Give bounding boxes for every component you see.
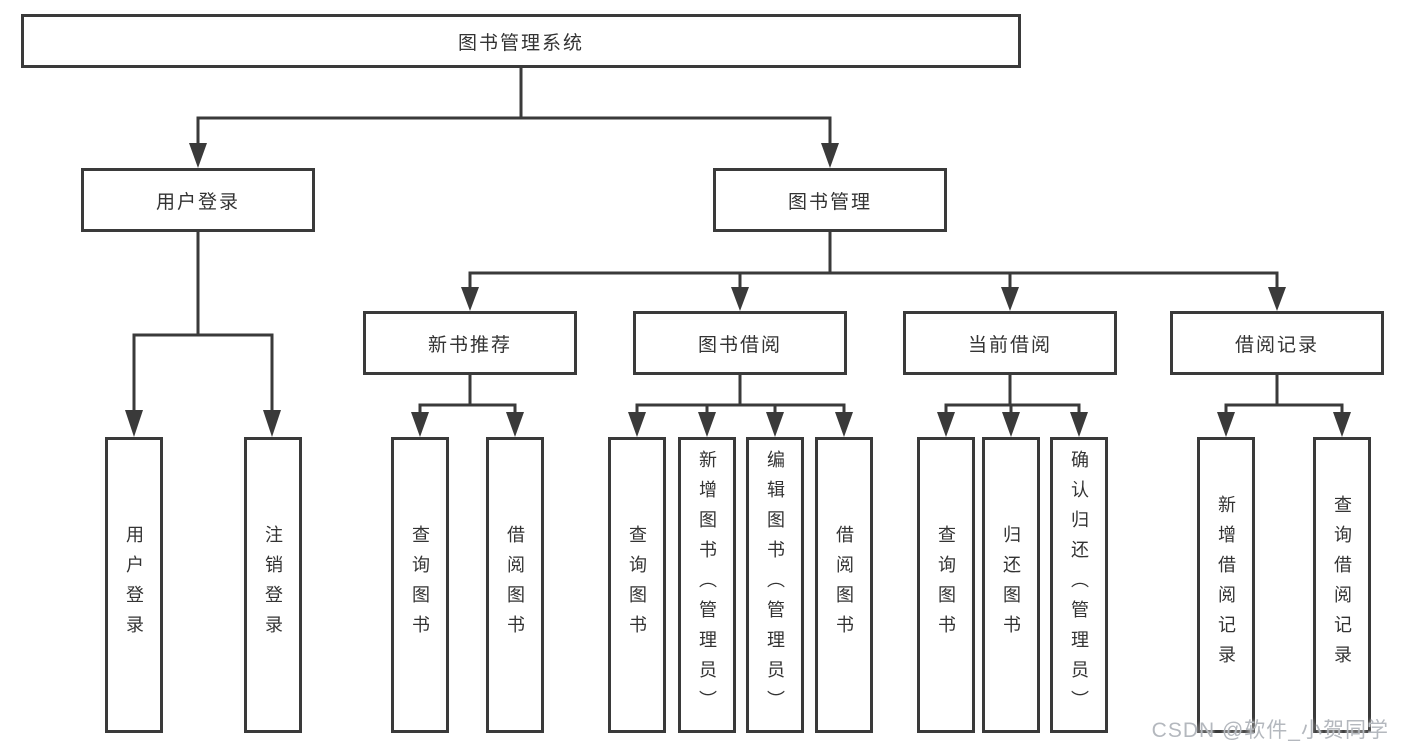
node-book-borrowing: 图书借阅 [633,311,847,375]
leaf-add-book-admin: 新增图书（管理员） [678,437,736,733]
leaf-confirm-return-admin: 确认归还（管理员） [1050,437,1108,733]
csdn-watermark: CSDN @软件_小贺同学 [1151,719,1389,742]
leaf-return-book: 归还图书 [982,437,1040,733]
node-user-login: 用户登录 [81,168,315,232]
node-new-book-recommendation: 新书推荐 [363,311,577,375]
leaf-query-books-borrowing: 查询图书 [608,437,666,733]
leaf-label: 注销登录 [263,525,283,645]
arrowhead [766,412,784,437]
node-borrowing-records: 借阅记录 [1170,311,1384,375]
leaf-label: 查询图书 [936,525,956,645]
arrowhead [698,412,716,437]
node-library-management-system: 图书管理系统 [21,14,1021,68]
arrowhead [1333,412,1351,437]
leaf-borrow-books: 借阅图书 [815,437,873,733]
leaf-label: 编辑图书（管理员） [765,450,785,720]
arrowhead [1217,412,1235,437]
arrowhead [461,287,479,311]
tree-edges [132,66,1344,417]
leaf-query-borrow-record: 查询借阅记录 [1313,437,1371,733]
arrowhead [628,412,646,437]
leaf-edit-book-admin: 编辑图书（管理员） [746,437,804,733]
leaf-label: 确认归还（管理员） [1069,450,1089,720]
leaf-label: 归还图书 [1001,525,1021,645]
leaf-label: 借阅图书 [834,525,854,645]
node-current-borrowing: 当前借阅 [903,311,1117,375]
arrowhead [125,410,143,437]
arrowheads [125,143,1351,437]
leaf-query-books-current: 查询图书 [917,437,975,733]
arrowhead [731,287,749,311]
arrowhead [506,412,524,437]
leaf-user-login: 用户登录 [105,437,163,733]
leaf-logout: 注销登录 [244,437,302,733]
arrowhead [1070,412,1088,437]
arrowhead [1268,287,1286,311]
leaf-label: 新增借阅记录 [1216,495,1236,675]
node-book-management: 图书管理 [713,168,947,232]
arrowhead [1001,287,1019,311]
leaf-borrow-books-recommend: 借阅图书 [486,437,544,733]
arrowhead [411,412,429,437]
arrowhead [1002,412,1020,437]
arrowhead [189,143,207,168]
leaf-add-borrow-record: 新增借阅记录 [1197,437,1255,733]
leaf-label: 查询图书 [410,525,430,645]
leaf-label: 查询借阅记录 [1332,495,1352,675]
arrowhead [937,412,955,437]
leaf-label: 新增图书（管理员） [697,450,717,720]
leaf-label: 借阅图书 [505,525,525,645]
arrowhead [821,143,839,168]
leaf-label: 查询图书 [627,525,647,645]
leaf-label: 用户登录 [124,525,144,645]
leaf-query-books-recommend: 查询图书 [391,437,449,733]
arrowhead [263,410,281,437]
arrowhead [835,412,853,437]
